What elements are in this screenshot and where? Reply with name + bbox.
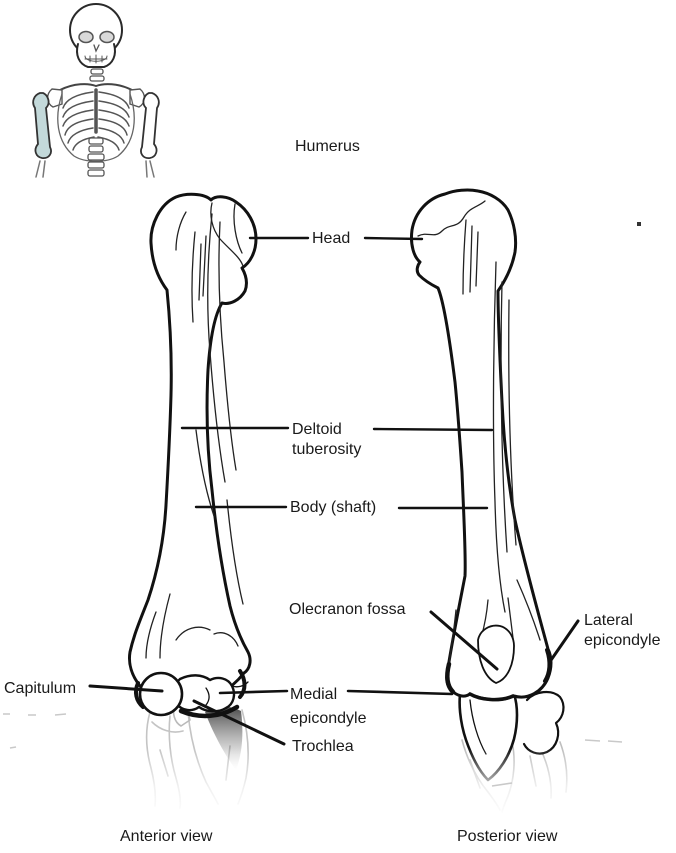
- label-deltoid-line2: tuberosity: [292, 441, 362, 458]
- leader-deltoid-right: [372, 427, 494, 432]
- label-deltoid-tuberosity: Deltoid tuberosity: [292, 420, 361, 460]
- leader-lateral-epicondyle: [547, 619, 580, 665]
- caption-posterior-view: Posterior view: [457, 828, 558, 845]
- label-medial-line2: epicondyle: [290, 710, 367, 727]
- label-medial-epicondyle: Medial epicondyle: [290, 683, 367, 731]
- fade-overlay-left: [100, 748, 285, 818]
- label-lateral-line2: epicondyle: [584, 632, 661, 649]
- label-body-shaft: Body (shaft): [290, 499, 377, 516]
- skeleton-inset: [32, 3, 160, 178]
- anterior-humerus-drawing: [128, 192, 258, 809]
- label-trochlea: Trochlea: [292, 738, 354, 755]
- label-head: Head: [312, 230, 351, 247]
- label-olecranon-fossa: Olecranon fossa: [289, 601, 406, 618]
- anterior-bone-outline: [128, 192, 258, 705]
- leader-head-right: [363, 236, 424, 241]
- olecranon-fossa-shape: [477, 624, 515, 684]
- posterior-humerus-drawing: [410, 188, 568, 813]
- faint-artifacts: [3, 713, 623, 787]
- stray-dot: [637, 222, 641, 226]
- fade-overlay-right: [400, 748, 625, 818]
- caption-anterior-view: Anterior view: [120, 828, 213, 845]
- leader-medial-left: [218, 689, 289, 695]
- posterior-bone-outline: [410, 188, 553, 702]
- label-lateral-line1: Lateral: [584, 612, 633, 629]
- leader-medial-right: [346, 689, 454, 696]
- label-deltoid-line1: Deltoid: [292, 421, 342, 438]
- leader-lines: [88, 236, 580, 746]
- highlighted-humerus-icon: [32, 92, 52, 159]
- diagram-title: Humerus: [295, 138, 360, 155]
- leader-trochlea: [192, 699, 286, 746]
- leader-capitulum: [88, 684, 164, 693]
- label-medial-line1: Medial: [290, 686, 338, 703]
- capitulum-shape: [138, 671, 184, 717]
- leader-olecranon-fossa: [429, 610, 499, 671]
- label-capitulum: Capitulum: [4, 680, 77, 697]
- label-lateral-epicondyle: Lateral epicondyle: [584, 611, 661, 651]
